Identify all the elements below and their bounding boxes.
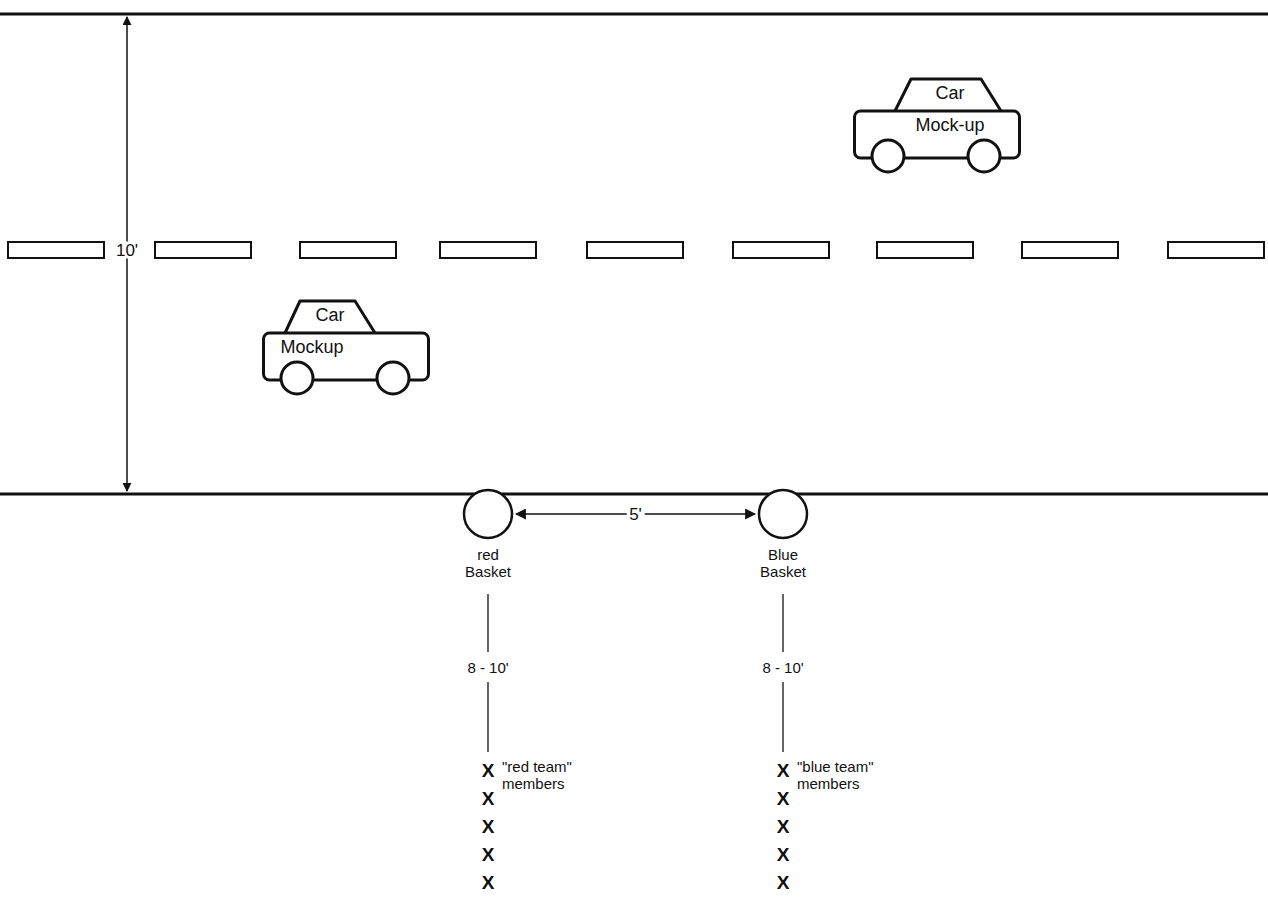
car-body-label: Mock-up — [915, 115, 984, 135]
team-member-mark: X — [775, 818, 792, 835]
lane-dash — [1022, 242, 1118, 258]
team-member-mark: X — [480, 790, 497, 807]
basket-outline — [462, 488, 514, 540]
car-mockup: CarMockup — [262, 298, 430, 396]
center-line — [8, 242, 1264, 258]
car-wheel — [281, 362, 313, 394]
team-label: "red team" members — [500, 758, 604, 792]
lane-dash — [440, 242, 536, 258]
team-member-mark: X — [480, 762, 497, 779]
dimension-label: 10' — [114, 242, 140, 259]
basket-circle-outline — [759, 490, 807, 538]
basket-outline — [757, 488, 809, 540]
leader-line — [782, 682, 783, 752]
car-wheel — [968, 140, 1000, 172]
team-label: "blue team" members — [795, 758, 903, 792]
basket-label: Blue Basket — [748, 546, 818, 580]
team-member-mark: X — [775, 790, 792, 807]
lane-dash — [8, 242, 104, 258]
lane-dash — [155, 242, 251, 258]
car-roof — [285, 301, 375, 333]
road-edge — [0, 13, 1268, 16]
team-member-mark: X — [775, 846, 792, 863]
car-body-label: Mockup — [280, 337, 343, 357]
car-roof-label: Car — [315, 305, 344, 325]
basket-circle-outline — [464, 490, 512, 538]
road-edge — [0, 493, 1268, 496]
basket-circle: red Basket — [462, 488, 514, 540]
team-member-mark: X — [775, 762, 792, 779]
distance-label: 8 - 10' — [760, 659, 805, 676]
leader-line — [487, 594, 488, 652]
team-member-mark: X — [480, 846, 497, 863]
lane-dash — [877, 242, 973, 258]
lane-dash — [1168, 242, 1264, 258]
distance-label: 8 - 10' — [465, 659, 510, 676]
lane-dash — [300, 242, 396, 258]
team-member-mark: X — [775, 874, 792, 891]
car-wheel — [872, 140, 904, 172]
car-wheel — [377, 362, 409, 394]
distance-label: 5' — [626, 505, 645, 524]
team-member-mark: X — [480, 874, 497, 891]
basket-label: red Basket — [453, 546, 523, 580]
car-mockup: CarMock-up — [853, 76, 1021, 174]
basket-circle: Blue Basket — [757, 488, 809, 540]
car-roof — [895, 79, 1001, 111]
leader-line — [487, 682, 488, 752]
team-member-mark: X — [480, 818, 497, 835]
lane-dash — [733, 242, 829, 258]
car-roof-label: Car — [935, 83, 964, 103]
leader-line — [782, 594, 783, 652]
lane-dash — [587, 242, 683, 258]
